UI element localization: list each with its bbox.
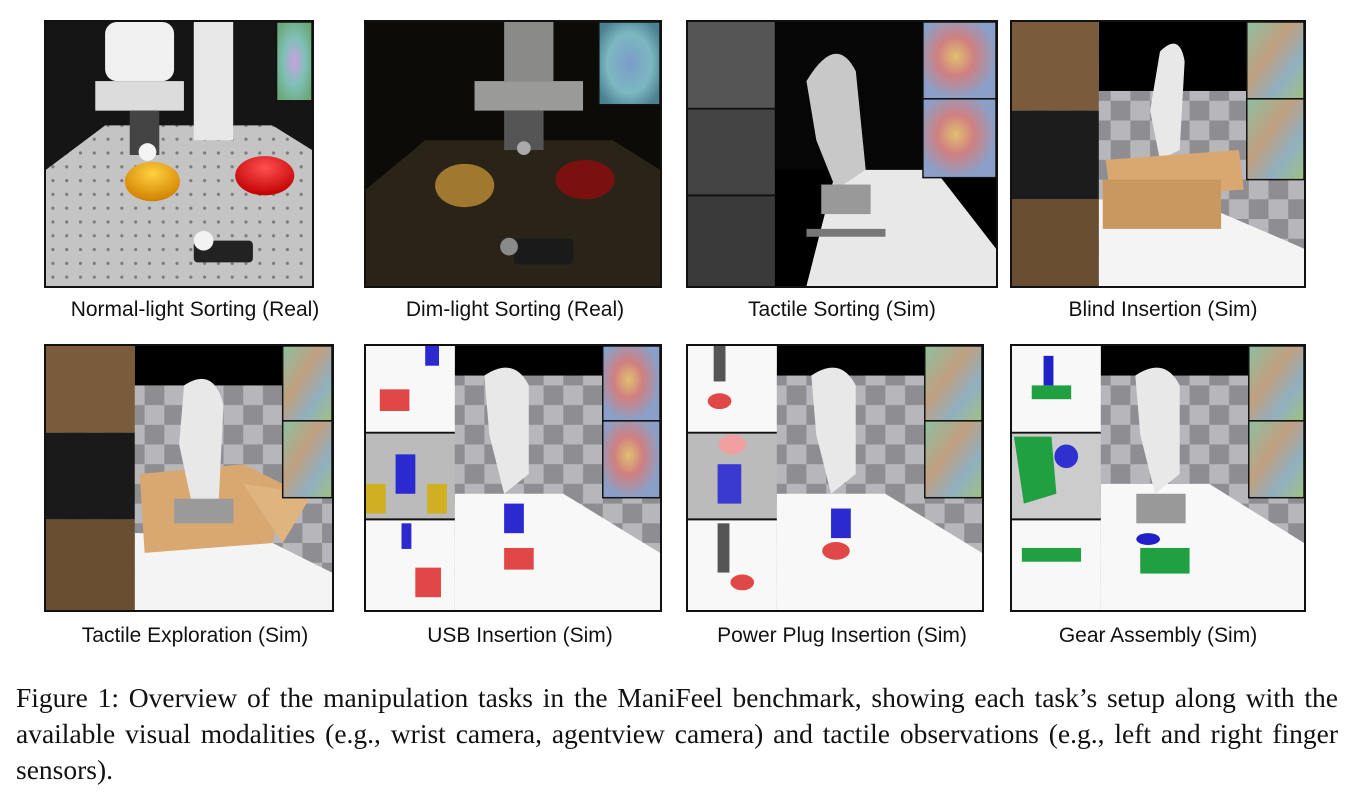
blind-insertion-image	[1012, 22, 1304, 286]
figure-caption-text: Figure 1: Overview of the manipulation t…	[16, 682, 1338, 785]
panel-label-tactile-sorting: Tactile Sorting (Sim)	[748, 298, 936, 321]
power-plug-insertion-image	[688, 346, 982, 610]
panel-gear-assembly	[1010, 344, 1306, 612]
tactile-sorting-image	[688, 22, 996, 286]
figure-caption: Figure 1: Overview of the manipulation t…	[16, 680, 1338, 788]
panel-blind-insertion	[1010, 20, 1306, 288]
panel-label-gear-assembly: Gear Assembly (Sim)	[1058, 624, 1258, 647]
panel-dim-light-sorting	[364, 20, 662, 288]
panel-label-dim-light-sorting: Dim-light Sorting (Real)	[405, 298, 625, 321]
panel-usb-insertion	[364, 344, 662, 612]
panel-label-normal-light-sorting: Normal-light Sorting (Real)	[70, 298, 320, 321]
panel-label-power-plug-insertion: Power Plug Insertion (Sim)	[717, 624, 967, 647]
dim-light-sorting-image	[366, 22, 660, 286]
panel-power-plug-insertion	[686, 344, 984, 612]
panel-label-tactile-exploration: Tactile Exploration (Sim)	[81, 624, 309, 647]
tactile-exploration-image	[46, 346, 332, 610]
panel-tactile-exploration	[44, 344, 334, 612]
panel-normal-light-sorting	[44, 20, 314, 288]
usb-insertion-image	[366, 346, 660, 610]
panel-label-usb-insertion: USB Insertion (Sim)	[427, 624, 613, 647]
panel-label-blind-insertion: Blind Insertion (Sim)	[1068, 298, 1258, 321]
gear-assembly-image	[1012, 346, 1304, 610]
normal-light-sorting-image	[46, 22, 312, 286]
panel-tactile-sorting	[686, 20, 998, 288]
